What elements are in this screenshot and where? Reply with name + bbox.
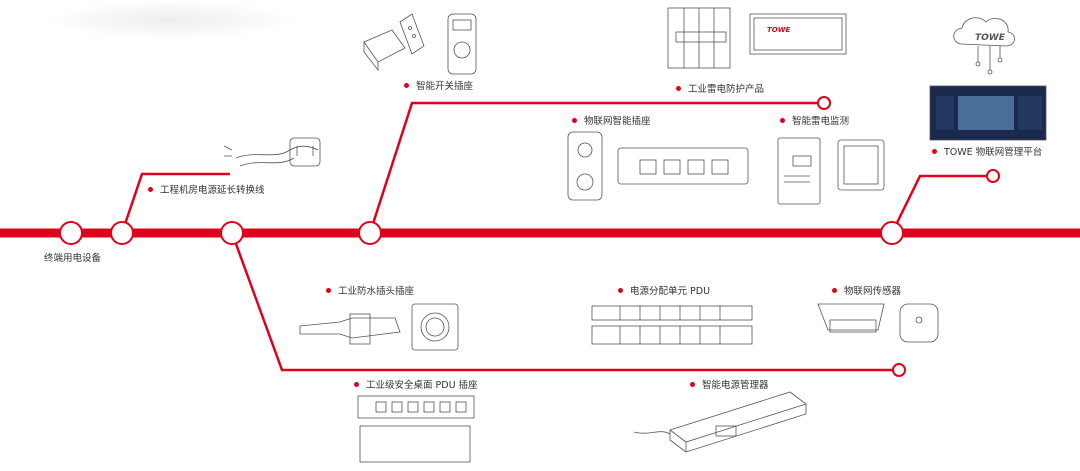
waterproof-plug-sketch — [299, 303, 459, 351]
iot-socket-sketch — [567, 131, 749, 201]
towe-logo-cloud: TOWE — [975, 33, 1006, 43]
node-terminal — [59, 221, 83, 245]
bullet-dot — [572, 118, 577, 123]
node-platform-end — [986, 169, 1000, 183]
label-surge-protection: 工业雷电防护产品 — [676, 84, 764, 96]
start-label: 终端用电设备 — [44, 253, 102, 264]
platform-screen — [929, 85, 1047, 141]
bullet-dot — [832, 288, 837, 293]
label-towe-platform: TOWE 物联网管理平台 — [932, 147, 1042, 159]
power-manager-sketch — [633, 391, 807, 453]
label-desktop-pdu: 工业级安全桌面 PDU 插座 — [354, 380, 478, 392]
smart-socket-sketch — [363, 13, 477, 75]
node-4 — [880, 221, 904, 245]
background-haze — [40, 0, 300, 40]
bullet-dot — [932, 149, 937, 154]
bullet-dot — [354, 382, 359, 387]
towe-logo-small: TOWE — [767, 26, 790, 34]
bullet-dot — [148, 187, 153, 192]
node-bottom-end — [892, 363, 906, 377]
label-power-cable: 工程机房电源延长转换线 — [148, 185, 265, 197]
bullet-dot — [690, 382, 695, 387]
branch-power-cable — [120, 172, 230, 234]
label-power-manager: 智能电源管理器 — [690, 380, 769, 392]
desktop-pdu-sketch — [357, 395, 475, 463]
label-smart-socket: 智能开关插座 — [404, 81, 473, 93]
branch-platform — [890, 174, 993, 234]
label-iot-sensor: 物联网传感器 — [832, 286, 901, 298]
node-2 — [220, 221, 244, 245]
cloud-icon — [953, 17, 1015, 75]
iot-sensor-sketch — [817, 303, 939, 343]
bullet-dot — [326, 288, 331, 293]
node-top-end — [817, 96, 831, 110]
node-3 — [358, 221, 382, 245]
branch-top — [368, 101, 824, 234]
bullet-dot — [618, 288, 623, 293]
label-waterproof-plug: 工业防水插头插座 — [326, 286, 414, 298]
label-smart-lightning: 智能雷电监测 — [780, 116, 849, 128]
node-1 — [110, 221, 134, 245]
label-pdu-unit: 电源分配单元 PDU — [618, 286, 710, 298]
bullet-dot — [780, 118, 785, 123]
smart-lightning-sketch — [777, 137, 885, 205]
power-cable-sketch — [223, 137, 321, 167]
surge-protection-sketch — [667, 7, 847, 69]
branch-bottom — [230, 232, 899, 372]
label-iot-socket: 物联网智能插座 — [572, 116, 651, 128]
bullet-dot — [676, 86, 681, 91]
pdu-unit-sketch — [591, 305, 753, 345]
bullet-dot — [404, 83, 409, 88]
